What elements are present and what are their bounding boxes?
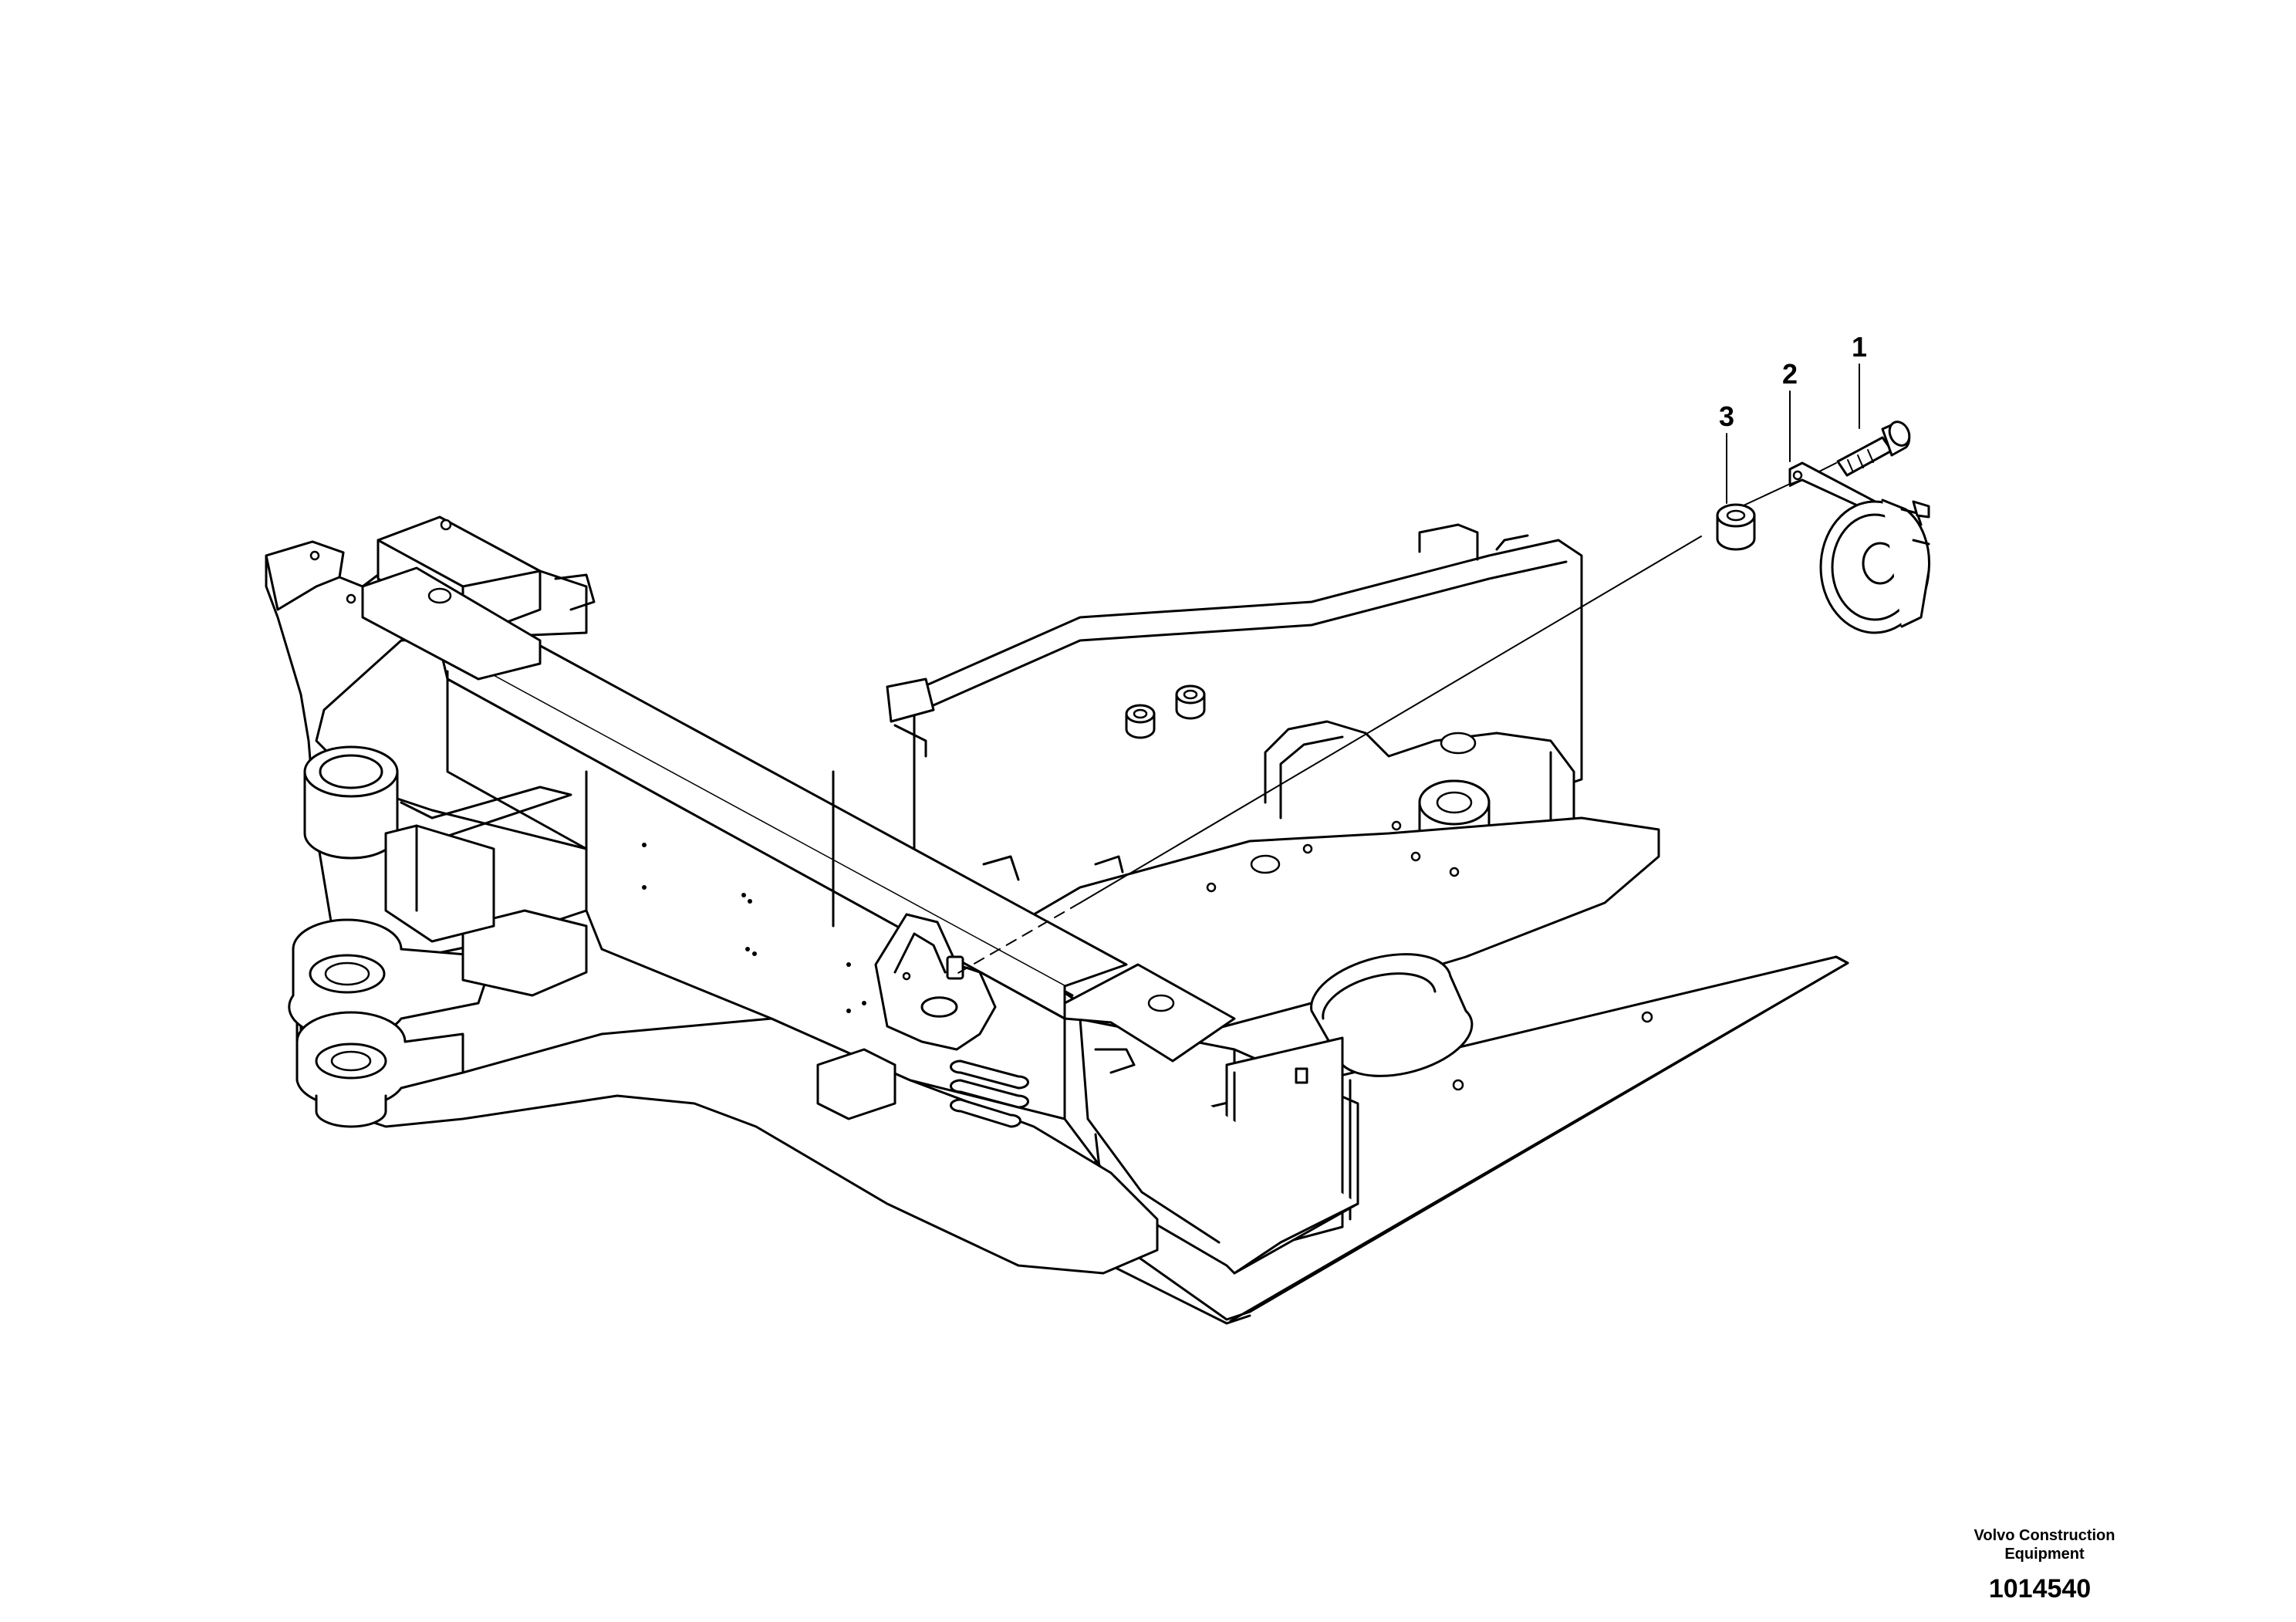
assembly-leader-line-hidden (956, 902, 1081, 975)
bolt-part (1836, 421, 1911, 477)
exploded-parts (956, 363, 1930, 975)
spacer-part (1716, 503, 1756, 551)
drawing-number: 1014540 (1989, 1574, 2091, 1603)
horn-part (1788, 461, 1930, 634)
callout-number-2: 2 (1782, 358, 1798, 390)
callout-number-3: 3 (1719, 400, 1734, 432)
upper-frame (265, 515, 1849, 1325)
assembly-leader-line (1079, 536, 1702, 904)
callout-number-1: 1 (1852, 331, 1867, 363)
brand-line-2: Equipment (2004, 1546, 2085, 1563)
brand-line-1: Volvo Construction (1974, 1527, 2115, 1544)
